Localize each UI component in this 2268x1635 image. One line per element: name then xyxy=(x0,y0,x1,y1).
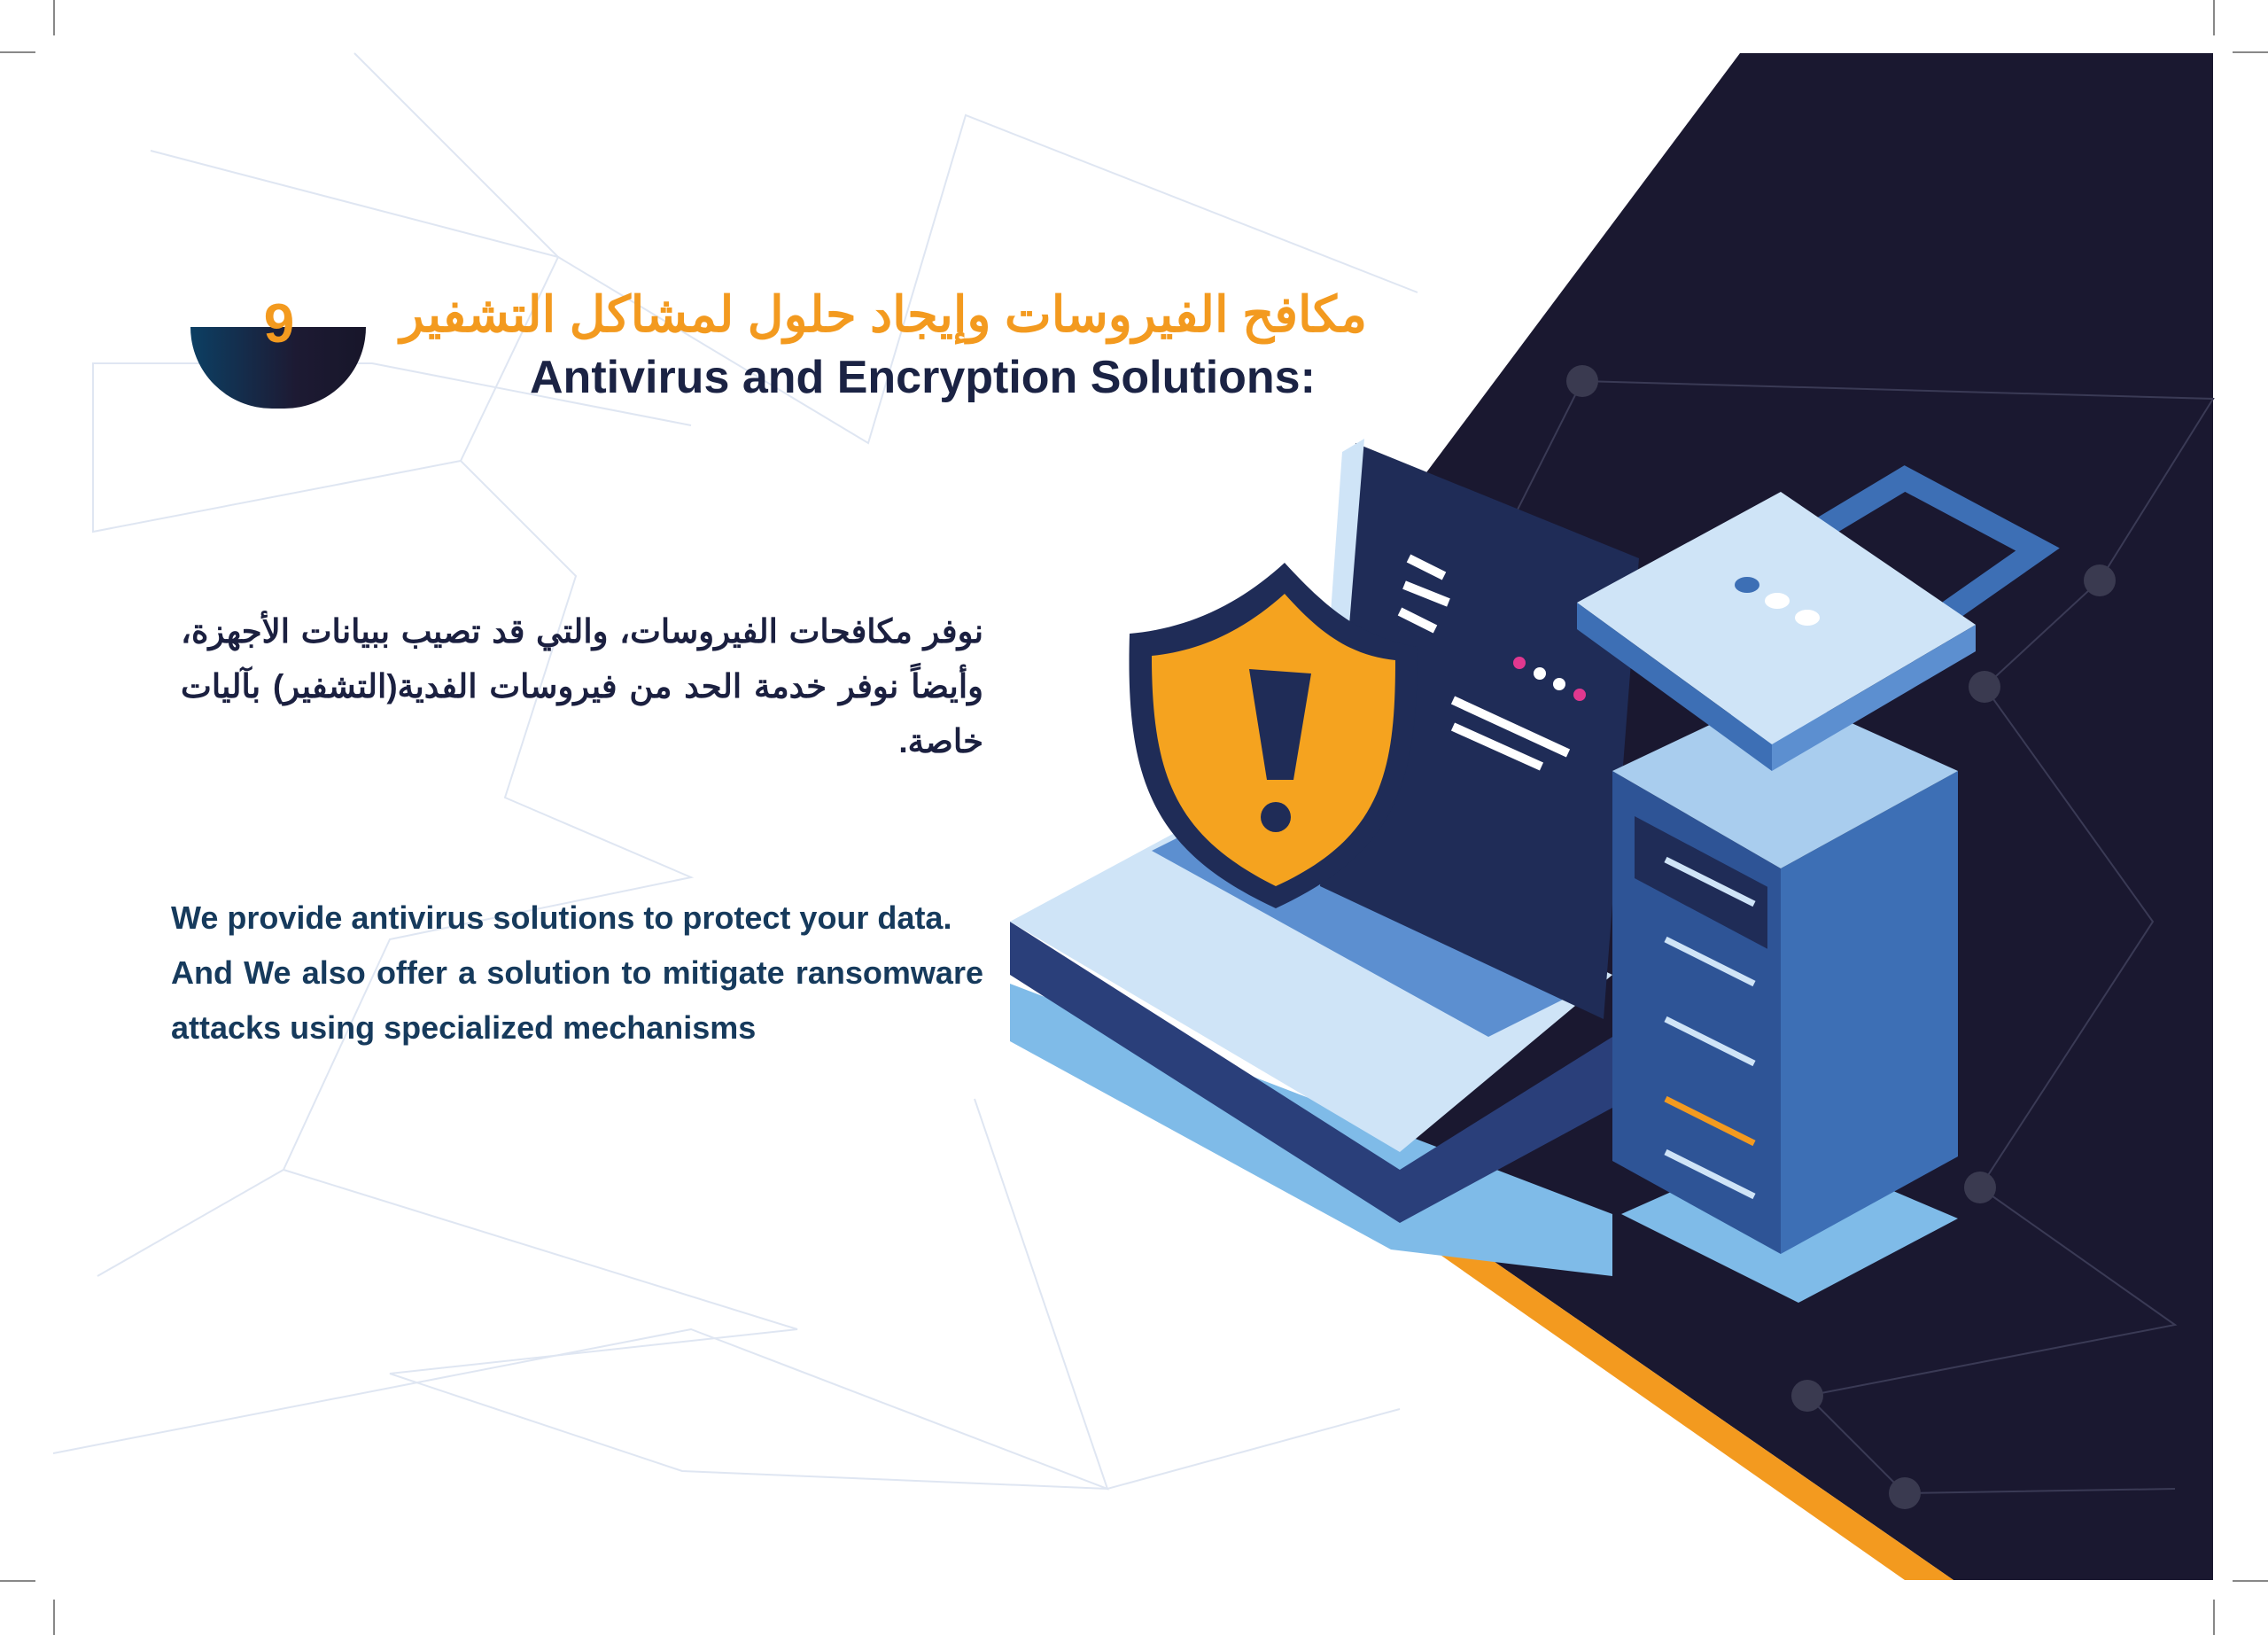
arabic-body: نوفر مكافحات الفيروسات، والتي قد تصيب بب… xyxy=(181,613,983,759)
crop-mark xyxy=(2233,51,2268,53)
shield-warning-icon xyxy=(1129,563,1418,908)
padlock-icon xyxy=(1577,465,2060,771)
crop-mark xyxy=(53,1600,55,1635)
english-body: We provide antivirus solutions to protec… xyxy=(171,891,983,1055)
crop-mark xyxy=(53,0,55,35)
english-body-line-2: And We also offer a solution to mitigate… xyxy=(171,954,983,1046)
server-icon xyxy=(1612,691,1958,1303)
section-number: 9 xyxy=(263,293,295,354)
crop-mark xyxy=(2233,1580,2268,1582)
crop-mark xyxy=(2213,1600,2215,1635)
crop-mark xyxy=(0,1580,35,1582)
network-pattern xyxy=(52,52,1418,1491)
english-body-line-1: We provide antivirus solutions to protec… xyxy=(171,899,952,936)
arabic-title: مكافح الفيروسات وإيجاد حلول لمشاكل التشف… xyxy=(400,286,1367,342)
crop-mark xyxy=(0,51,35,53)
english-title: Antivirus and Encryption Solutions: xyxy=(530,352,1316,403)
crop-mark xyxy=(2213,0,2215,35)
